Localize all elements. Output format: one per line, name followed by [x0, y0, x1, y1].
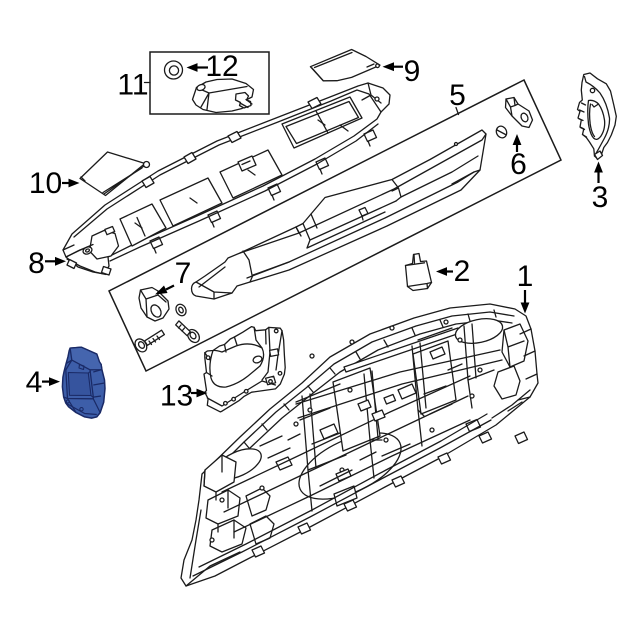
svg-text:12: 12	[205, 50, 238, 83]
svg-text:2: 2	[454, 255, 471, 288]
svg-text:1: 1	[517, 260, 534, 293]
svg-text:10: 10	[29, 167, 62, 200]
svg-text:13: 13	[160, 380, 193, 413]
svg-text:9: 9	[404, 55, 421, 88]
svg-text:3: 3	[592, 181, 609, 214]
svg-text:4: 4	[26, 366, 43, 399]
svg-text:6: 6	[510, 148, 527, 181]
svg-text:11: 11	[117, 69, 148, 102]
svg-text:7: 7	[175, 257, 192, 290]
svg-text:5: 5	[449, 79, 466, 112]
svg-text:8: 8	[28, 247, 45, 280]
